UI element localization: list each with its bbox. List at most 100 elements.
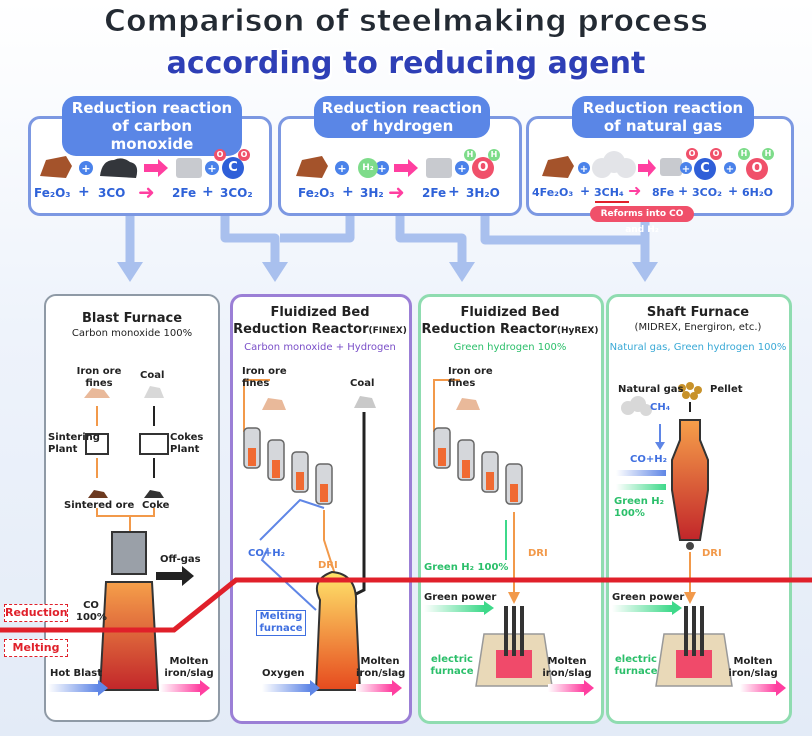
reduction-level-line <box>0 577 812 633</box>
iron-ore-icon <box>542 156 574 178</box>
reaction-icons-h2: + + + <box>296 156 469 178</box>
finex-coal-label: Coal <box>350 378 375 389</box>
reaction-header-co: Reduction reaction of carbon monoxide <box>62 96 242 156</box>
plus-sign: + <box>78 184 90 200</box>
finex-drawing <box>243 379 402 696</box>
equation-term: 2Fe <box>422 186 447 200</box>
coal-pile-icon <box>144 386 164 398</box>
furnace-top-icon <box>111 531 147 575</box>
oxygen-atom-small: O <box>686 148 698 160</box>
plus-sign: + <box>678 184 689 198</box>
hot-blast-label: Hot Blast <box>50 668 103 679</box>
reaction-icons-co: + + <box>40 156 219 178</box>
coke-label: Coke <box>142 500 170 511</box>
reaction-header-ng: Reduction reaction of natural gas <box>572 96 754 138</box>
finex-dri-label: DRI <box>318 560 338 571</box>
reaction-header-line1: Reduction reaction <box>321 99 483 117</box>
hyrex-molten-label: Molten iron/slag <box>542 656 592 679</box>
co-label: CO 100% <box>76 600 107 623</box>
svg-text:+: + <box>726 164 734 175</box>
natural-gas-label: Natural gas <box>618 384 684 395</box>
arrow-icon <box>394 159 418 177</box>
hyrex-title-line2: Reduction Reactor <box>421 322 557 337</box>
blast-furnace-drawing <box>48 386 210 696</box>
finex-co-h2-label: CO+H₂ <box>248 548 285 559</box>
sintering-plant-label: Sintering Plant <box>48 432 100 455</box>
shaft-title: Shaft Furnace <box>646 305 750 320</box>
oxygen-atom: O <box>472 157 494 179</box>
offgas-arrow-icon <box>156 566 194 586</box>
steel-sheet-icon <box>660 158 682 176</box>
ore-pile-icon <box>84 388 110 398</box>
arrow-icon <box>638 159 656 177</box>
hyrex-green-h2-label: Green H₂ 100% <box>424 562 509 573</box>
equation-term: 3H₂O <box>466 186 500 200</box>
yield-arrow: ➜ <box>628 181 642 200</box>
oxygen-atom-small: O <box>710 148 722 160</box>
shaft-co-h2-label: CO+H₂ <box>630 454 667 465</box>
oxygen-atom-small: O <box>214 149 226 161</box>
finex-title-tag: (FINEX) <box>368 326 407 336</box>
svg-text:+: + <box>81 162 90 175</box>
connector-h2-to-hyrex <box>395 210 467 265</box>
melting-furnace-icon <box>314 570 362 691</box>
blast-title: Blast Furnace <box>81 311 183 326</box>
reaction-icons-ng: + + + <box>542 151 736 178</box>
ch4-label: CH₄ <box>650 402 671 413</box>
cloud-icon <box>592 151 636 178</box>
reaction-header-h2: Reduction reaction of hydrogen <box>314 96 490 138</box>
hyrex-dri-label: DRI <box>528 548 548 559</box>
yield-arrow: ➜ <box>388 180 405 204</box>
underline-ch4 <box>595 201 629 203</box>
connector-co-to-finex <box>220 210 280 265</box>
svg-text:+: + <box>337 162 346 175</box>
finex-iron-ore-label: Iron ore fines <box>242 366 287 389</box>
equation-term: Fe₂O₃ <box>34 186 71 200</box>
steel-sheet-icon <box>426 158 452 178</box>
plus-sign: + <box>202 184 214 200</box>
shaft-green-h2-label: Green H₂ 100% <box>614 496 665 519</box>
equation-term: 3CH₄ <box>594 186 624 199</box>
blast-iron-ore-label: Iron ore fines <box>76 366 122 389</box>
steel-sheet-icon <box>176 158 202 178</box>
equation-term: 8Fe <box>652 186 675 199</box>
blast-coal-label: Coal <box>140 370 165 381</box>
reaction-header-line1: Reduction reaction <box>582 99 744 117</box>
svg-text:+: + <box>682 164 690 175</box>
equation-term: 3H₂ <box>360 186 384 200</box>
iron-ore-icon <box>40 156 72 178</box>
shaft-green-power-label: Green power <box>612 592 685 603</box>
iron-ore-icon <box>296 156 328 178</box>
reaction-header-line2: of natural gas <box>603 117 723 135</box>
melting-label: Melting <box>4 639 68 657</box>
hyrex-subtitle: Green hydrogen 100% <box>453 342 567 353</box>
offgas-label: Off-gas <box>160 554 201 565</box>
hyrex-drawing <box>424 379 594 696</box>
hyrex-green-power-label: Green power <box>424 592 497 603</box>
connector-h2-to-finex <box>280 210 355 243</box>
oxygen-atom-small: O <box>238 149 250 161</box>
shaft-molten-label: Molten iron/slag <box>728 656 778 679</box>
shaft-electric-furnace-label: electric furnace <box>614 654 658 677</box>
melting-furnace-label: Melting furnace <box>256 610 306 636</box>
finex-subtitle: Carbon monoxide + Hydrogen <box>244 342 396 353</box>
page-subtitle: according to reducing agent <box>166 46 646 81</box>
equation-term: Fe₂O₃ <box>298 186 335 200</box>
pellet-label: Pellet <box>710 384 743 395</box>
svg-text:+: + <box>377 162 386 175</box>
coal-icon <box>100 158 138 178</box>
hyrex-title-line1: Fluidized Bed <box>460 305 560 320</box>
cokes-plant-icon <box>139 433 169 455</box>
hydrogen-atom-small: H <box>738 148 750 160</box>
carbon-atom: C <box>222 157 244 179</box>
carbon-atom: C <box>694 158 716 180</box>
reaction-header-line2: of carbon monoxide <box>110 117 194 153</box>
hydrogen-molecule-icon: H₂ <box>358 158 378 178</box>
connector-h2-to-shaft <box>480 210 650 265</box>
hydrogen-atom-small: H <box>488 149 500 161</box>
oxygen-label: Oxygen <box>262 668 305 679</box>
reaction-header-line1: Reduction reaction <box>71 99 233 117</box>
shaft-subtitle: Natural gas, Green hydrogen 100% <box>609 342 787 353</box>
blast-molten-label: Molten iron/slag <box>164 656 214 679</box>
